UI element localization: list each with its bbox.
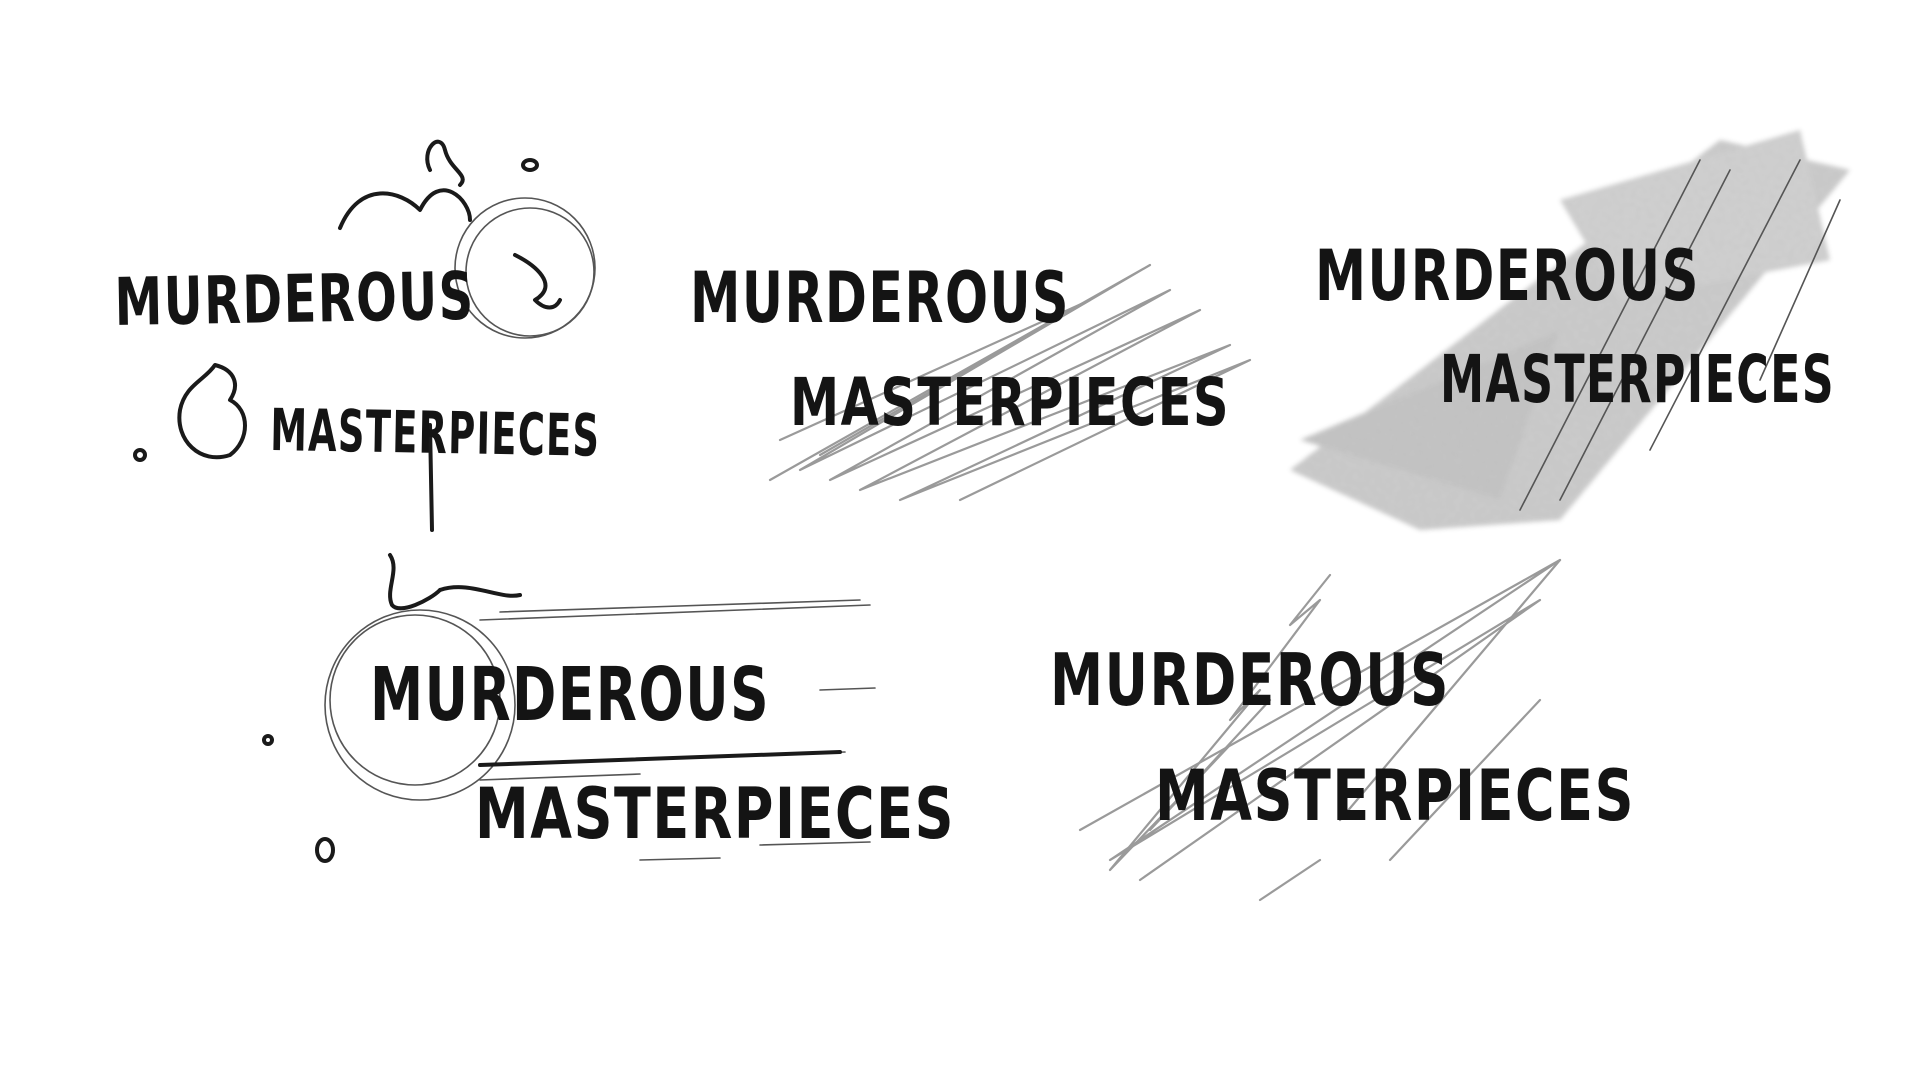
logo-sketch-1: MURDEROUS MASTERPIECES (114, 139, 601, 532)
logo-line-2: MASTERPIECES (1440, 341, 1835, 418)
charcoal-smudge (1290, 130, 1850, 530)
splat-decoration (262, 553, 522, 863)
logo-line-1: MURDEROUS (114, 258, 475, 341)
logo-line-2: MASTERPIECES (1155, 755, 1635, 837)
logo-line-1: MURDEROUS (370, 652, 770, 738)
logo-sketch-2: MURDEROUS MASTERPIECES (690, 257, 1252, 502)
logo-line-1: MURDEROUS (1050, 638, 1450, 722)
logo-line-2: MASTERPIECES (270, 396, 601, 470)
logo-line-1: MURDEROUS (690, 257, 1070, 339)
underline-stroke (478, 750, 842, 767)
logo-sketch-3: MURDEROUS MASTERPIECES (1290, 130, 1850, 530)
logo-sketch-4: MURDEROUS MASTERPIECES (262, 553, 955, 863)
logo-line-2: MASTERPIECES (475, 773, 955, 855)
splat-decoration (133, 139, 596, 532)
logo-line-1: MURDEROUS (1315, 235, 1700, 317)
zigzag-scribble (768, 263, 1252, 502)
logo-sketch-5: MURDEROUS MASTERPIECES (1050, 558, 1635, 902)
pencil-slashes (1519, 159, 1841, 511)
logo-line-2: MASTERPIECES (790, 364, 1230, 441)
lightning-scribble (1108, 573, 1332, 872)
